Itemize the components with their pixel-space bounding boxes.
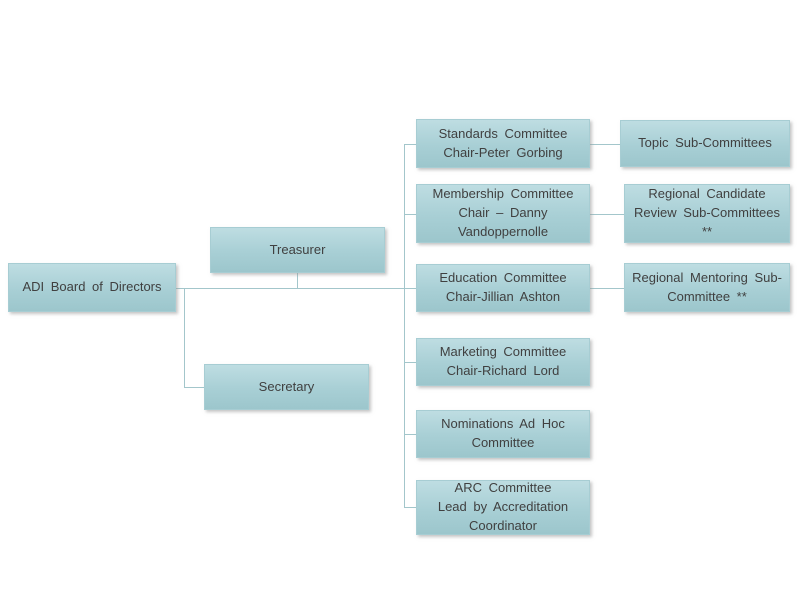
- org-node-standards-committee-label-0: Standards Committee: [438, 125, 568, 141]
- org-node-nominations-ad-hoc-label-1: Committee: [471, 435, 535, 450]
- org-node-marketing-committee-label-0: Marketing Committee: [439, 344, 567, 360]
- org-node-education-committee-label-1: Chair-Jillian Ashton: [445, 289, 561, 304]
- org-node-topic-subcommittees: Topic Sub-Committees: [620, 120, 790, 167]
- connector-membership-to-regional-candidate: [590, 214, 624, 215]
- connector-secretary-drop: [184, 288, 185, 387]
- org-node-treasurer-label-0: Treasurer: [269, 241, 326, 257]
- org-node-membership-committee-label-1: Chair – Danny: [458, 205, 548, 221]
- org-node-secretary-label-0: Secretary: [258, 378, 315, 394]
- org-node-membership-committee-label-0: Membership Committee: [432, 186, 574, 202]
- connector-nominations-stub: [404, 434, 416, 435]
- org-node-standards-committee-label-1: Chair-Peter Gorbing: [443, 144, 563, 160]
- org-node-marketing-committee-label-1: Chair-Richard Lord: [446, 363, 560, 378]
- org-node-secretary: Secretary: [204, 364, 369, 410]
- org-node-regional-mentoring: Regional Mentoring Sub- Committee **: [624, 263, 790, 312]
- connector-standards-to-topic: [590, 144, 620, 145]
- org-node-regional-mentoring-label-0: Regional Mentoring Sub-: [632, 269, 782, 285]
- org-node-treasurer: Treasurer: [210, 227, 385, 273]
- org-node-regional-mentoring-label-1: Committee **: [667, 288, 747, 304]
- connector-secretary-stub: [184, 387, 204, 388]
- org-node-membership-committee-label-2: Vandoppernolle: [457, 223, 549, 239]
- connector-membership-stub: [404, 214, 416, 215]
- connector-board-to-spine: [176, 288, 416, 289]
- org-node-arc-committee-label-1: Lead by Accreditation: [437, 499, 569, 515]
- org-node-regional-candidate-review-label-1: Review Sub-Committees: [633, 205, 781, 221]
- org-node-regional-candidate-review-label-0: Regional Candidate: [648, 186, 766, 202]
- connector-committee-spine: [404, 144, 405, 507]
- connector-treasurer-drop: [297, 273, 298, 288]
- org-node-regional-candidate-review-label-2: **: [701, 223, 713, 239]
- org-node-topic-subcommittees-label-0: Topic Sub-Committees: [638, 135, 772, 151]
- org-node-board-label-0: ADI Board of Directors: [22, 279, 162, 295]
- connector-education-to-regional-mentoring: [590, 288, 624, 289]
- org-node-board: ADI Board of Directors: [8, 263, 176, 312]
- connector-standards-stub: [404, 144, 416, 145]
- connector-arc-stub: [404, 507, 416, 508]
- connector-marketing-stub: [404, 362, 416, 363]
- org-node-nominations-ad-hoc-label-0: Nominations Ad Hoc: [441, 416, 565, 432]
- org-node-arc-committee-label-2: Coordinator: [469, 517, 537, 533]
- org-node-arc-committee-label-0: ARC Committee: [454, 480, 552, 496]
- org-node-education-committee-label-0: Education Committee: [439, 270, 567, 286]
